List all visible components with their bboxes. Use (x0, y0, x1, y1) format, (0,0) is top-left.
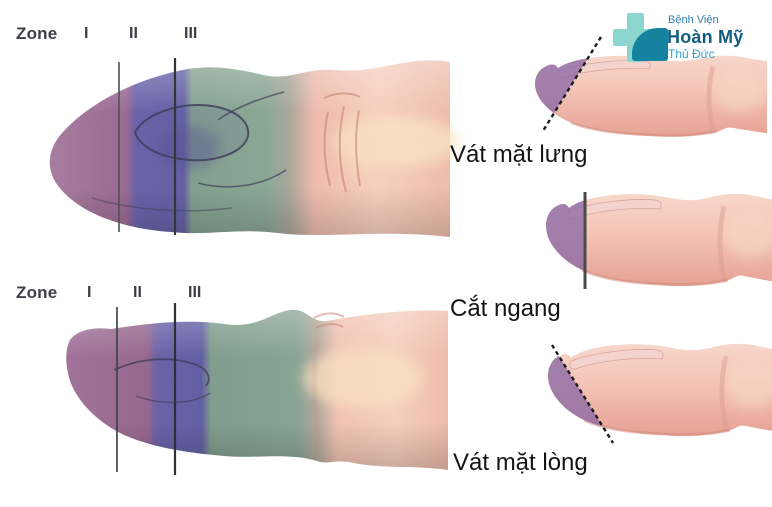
hospital-cross-icon (610, 10, 668, 64)
amputation-line-dorsal-bevel (541, 36, 603, 132)
finger-illustration (546, 193, 772, 287)
nailbed-anatomy-lines (113, 358, 211, 404)
logo-hospital-name: Hoàn Mỹ (667, 27, 744, 47)
zone-bottom-numeral-2: II (133, 284, 142, 301)
fingertip-dorsal-bevel-figure (535, 36, 767, 137)
cut-label-dorsal: Vát mặt lưng (450, 141, 588, 168)
joint-crease (717, 205, 728, 283)
amputated-tip-region (546, 193, 585, 286)
knuckle-wrinkles (323, 92, 361, 193)
bone-highlight (303, 348, 423, 408)
zone-top-numeral-2: II (129, 25, 138, 42)
bone-highlight (335, 114, 459, 178)
cut-label-volar: Vát mặt lòng (453, 449, 588, 476)
zone-top-numeral-1: I (84, 25, 89, 42)
dorsal-zones-figure (49, 58, 459, 238)
finger-lateral-illustration (66, 309, 448, 470)
hospital-logo: Bệnh Viện Hoàn Mỹ Thủ Đức (610, 10, 772, 72)
logo-branch-name: Thủ Đức (668, 47, 715, 61)
fingertip-volar-bevel-figure (548, 343, 772, 444)
lateral-zones-figure (66, 303, 448, 475)
zone-top-numeral-3: III (184, 25, 198, 42)
finger-dorsal-illustration (49, 60, 459, 238)
knuckle-wrinkles (311, 312, 345, 447)
joint-crease (719, 355, 730, 433)
zone-bottom-numeral-3: III (188, 284, 202, 301)
zone-bottom-numeral-1: I (87, 284, 92, 301)
fingertip-transverse-cut-figure (546, 192, 772, 289)
joint-crease (706, 65, 717, 134)
zone-scale-top-title: Zone (16, 24, 58, 43)
logo-hospital-type: Bệnh Viện (668, 14, 719, 26)
zone-scale-bottom-title: Zone (16, 283, 58, 302)
fingernail (569, 349, 664, 370)
cut-label-transverse: Cắt ngang (450, 295, 561, 322)
